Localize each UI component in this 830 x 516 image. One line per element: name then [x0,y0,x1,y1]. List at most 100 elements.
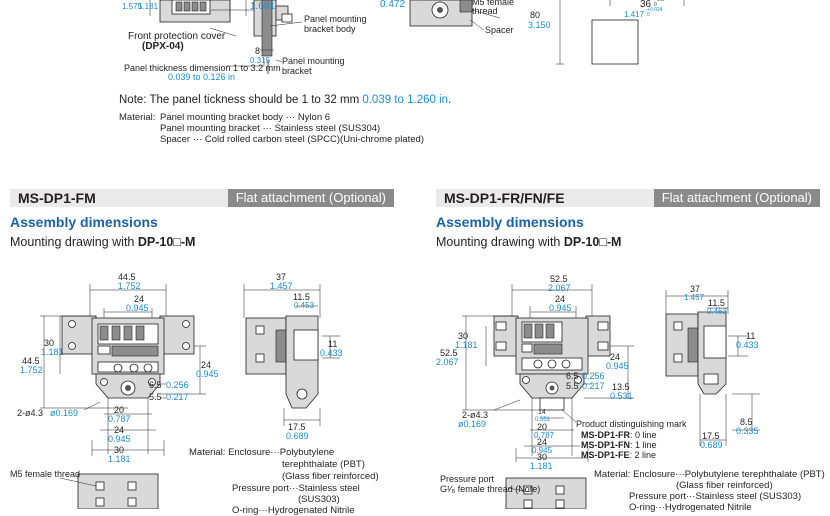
note-inches: 0.039 to 1.260 in [362,94,449,106]
left-bottom-view [59,473,159,509]
r-dim-20: 20 [537,422,548,432]
r-dim-2067: 2.067 [548,283,571,293]
l-dim-0433: 0.433 [320,348,343,358]
l-dim-24r: 24 [201,360,212,370]
r-dim-30b: 30 [537,452,548,462]
l-material-5: (SUS303) [298,494,340,505]
r-material-3: Pressure port···Stainless steel (SUS303) [629,491,802,502]
top-bracket-drawing [409,0,501,31]
top-sensor-drawing [149,0,303,74]
left-front-view [40,284,206,456]
l-material-1: Material: Enclosure···Polybutylene [189,447,335,458]
r-dim-14: 14 [538,409,546,416]
l-dim-11: 11 [328,339,338,349]
left-mounting-line: Mounting drawing with DP-10□-M [10,235,195,249]
dim-0315: 0.315 [250,56,271,65]
r-dim-0433: 0.433 [736,340,759,350]
r-dim-0453: 0.453 [707,307,728,316]
right-mounting-line: Mounting drawing with DP-10□-M [436,235,621,249]
left-mounting-model: DP-10□-M [137,235,196,249]
l-dim-30b: 30 [114,445,125,455]
l-material-4: Pressure port···Stainless steel [232,483,360,494]
m5-thread-label-1: M5 female [472,0,515,7]
r-dim-175: 17.5 [702,431,720,441]
r-dim-525: 52.5 [550,274,568,284]
l-dim-24: 24 [134,294,145,304]
l-dim-1181: 1.181 [41,347,64,357]
left-option-tag: Flat attachment (Optional) [227,189,394,207]
panel-thickness-inches: 0.039 to 0.126 in [168,72,236,82]
material-top-line2: Panel mounting bracket ··· Stainless ste… [160,123,381,134]
l-m5-thread-label: M5 female thread [10,469,81,479]
front-cover-label-1: Front protection cover [128,31,226,42]
r-dim-24b: 24 [537,437,548,447]
l-material-2: terephthalate (PBT) [282,459,365,470]
r-dim-115: 11.5 [708,298,725,308]
spacer-label: Spacer [485,25,514,35]
dim-36-tolerance: +0.6 0 [654,0,664,8]
r-dim-24: 24 [555,294,566,304]
left-model-name: MS-DP1-FM [18,190,96,206]
l-dim-55: 5.5 [149,392,162,402]
r-dim-11: 11 [746,331,756,341]
l-dim-0689: 0.689 [286,431,309,441]
dim-1417: 1.417 [624,10,645,19]
left-mounting-prefix: Mounting drawing with [10,235,138,249]
l-dim-1752: 1.752 [118,281,141,291]
l-dim-0945: 0.945 [126,303,149,313]
l-dim-30: 30 [44,338,55,348]
r-dim-525b: 52.5 [440,348,458,358]
fr-model: MS-DP1-FR [581,430,630,440]
panel-bracket-label-1: Panel mounting [282,56,345,66]
r-material-4: O-ring···Hydrogenated Nitrile [629,502,752,513]
product-mark-label: Product distinguishing mark [576,419,687,429]
r-dim-1457: 1.457 [684,293,705,302]
fn-value: : 1 line [630,440,657,450]
fe-model: MS-DP1-FE [581,450,630,460]
material-top-line3: Spacer ··· Cold rolled carbon steel (SPC… [160,134,424,145]
left-assembly-title: Assembly dimensions [10,214,158,230]
l-dim-37: 37 [276,272,287,282]
l-dim-1752b: 1.752 [20,365,43,375]
r-dim-2067b: 2.067 [436,357,459,367]
dim-1575: 1.575 [122,2,143,11]
r-dim-30: 30 [458,331,469,341]
r-dim-0689: 0.689 [700,440,723,450]
r-dim-hole: 2-ø4.3 [462,410,489,420]
r-dim-0256: 0.256 [582,371,605,381]
l-dim-0945r: 0.945 [196,369,219,379]
right-side-view [665,290,760,446]
dim-1681: 1.681 [250,1,276,12]
right-section-header: MS-DP1-FR/FN/FE Flat attachment (Optiona… [436,189,820,207]
note-end: . [448,94,452,106]
l-dim-hole-in: ø0.169 [50,408,79,418]
dim-36: 36 [640,0,652,10]
material-top-line1: Panel mounting bracket body ··· Nylon 6 [160,112,331,123]
dim-1417-tolerance: +0.024 0 [647,7,663,18]
l-dim-65: 6.5 [149,380,162,390]
right-assembly-title: Assembly dimensions [436,214,584,230]
panel-cutout-drawing [556,0,685,65]
r-dim-0945b: 0.945 [532,446,553,455]
l-dim-0453: 0.453 [294,301,315,310]
note-text: Note: The panel tickness should be 1 to … [119,94,363,106]
r-dim-0217: 0.217 [582,381,605,391]
fr-value: : 0 line [630,430,657,440]
r-pressure-port-label-2: G¹⁄₈ female thread (Note) [440,484,541,494]
r-dim-37: 37 [690,284,701,294]
l-dim-0256: 0.256 [166,380,189,390]
r-dim-1181b: 1.181 [530,461,553,471]
l-material-3: (Glass fiber reinforced) [282,471,379,482]
fn-mark: MS-DP1-FN: 1 line [581,440,657,451]
front-cover-label-2: (DPX-04) [142,41,184,52]
right-model-name: MS-DP1-FR/FN/FE [444,190,565,206]
l-dim-1457: 1.457 [270,281,293,291]
r-pressure-port-label-1: Pressure port [440,474,495,484]
l-dim-175: 17.5 [288,422,306,432]
dim-80: 80 [530,10,541,20]
r-dim-0787: 0.787 [534,431,555,440]
l-dim-24b: 24 [114,425,125,435]
dim-1181: 1.181 [138,2,159,11]
l-dim-1181b: 1.181 [108,454,131,464]
l-dim-115: 11.5 [293,292,310,302]
